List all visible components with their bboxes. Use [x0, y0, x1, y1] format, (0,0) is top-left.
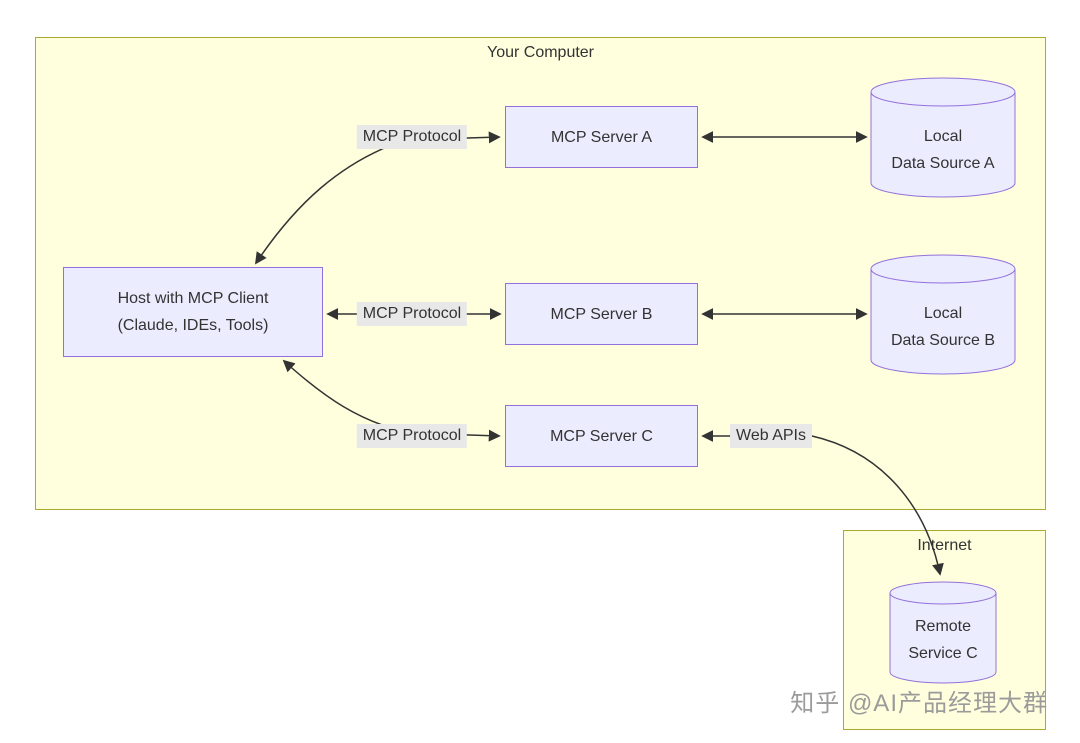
edge-label-web-apis: Web APIs: [730, 424, 812, 448]
host-node-line2: (Claude, IDEs, Tools): [117, 317, 269, 334]
edge-label-mcp-protocol-c: MCP Protocol: [356, 424, 468, 448]
host-with-mcp-client-node: Host with MCP Client (Claude, IDEs, Tool…: [63, 267, 323, 357]
local-data-source-b-line1: Local: [923, 305, 963, 322]
remote-service-c-cylinder-top: [889, 581, 997, 605]
zhihu-watermark: 知乎 @AI产品经理大群: [790, 690, 1048, 717]
mcp-server-b-label: MCP Server B: [550, 305, 653, 323]
remote-service-c-line2: Service C: [908, 645, 978, 662]
mcp-server-c-node: MCP Server C: [505, 405, 698, 467]
local-data-source-a-line2: Data Source A: [891, 155, 995, 172]
local-data-source-b-label: Local Data Source B: [871, 300, 1015, 354]
mcp-server-b-node: MCP Server B: [505, 283, 698, 345]
host-node-line1: Host with MCP Client: [117, 290, 269, 307]
remote-service-c-cylinder: [889, 593, 997, 684]
edge-host-server-a: [254, 131, 501, 265]
remote-service-c-line1: Remote: [914, 618, 972, 635]
mcp-server-a-node: MCP Server A: [505, 106, 698, 168]
your-computer-label: Your Computer: [486, 44, 595, 61]
local-data-source-a-label: Local Data Source A: [871, 123, 1015, 177]
mcp-server-a-label: MCP Server A: [550, 128, 653, 146]
local-data-source-b-cylinder-top: [870, 254, 1016, 284]
edge-server-c-remote-c: [701, 430, 944, 576]
remote-service-c-label: Remote Service C: [873, 613, 1013, 667]
local-data-source-b-line2: Data Source B: [890, 332, 996, 349]
local-data-source-a-line1: Local: [923, 128, 963, 145]
edge-label-mcp-protocol-a: MCP Protocol: [356, 125, 468, 149]
mcp-server-c-label: MCP Server C: [550, 427, 653, 445]
local-data-source-a-cylinder: [870, 92, 1016, 198]
local-data-source-a-cylinder-top: [870, 77, 1016, 107]
edge-label-mcp-protocol-b: MCP Protocol: [356, 302, 468, 326]
local-data-source-b-cylinder: [870, 269, 1016, 375]
